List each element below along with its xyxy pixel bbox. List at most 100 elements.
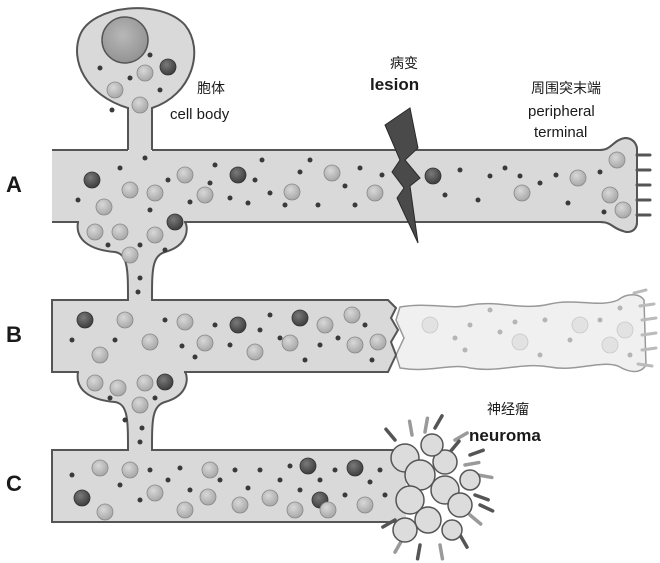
connector-bc-dot — [152, 395, 158, 401]
row-c-vesicle — [121, 461, 139, 479]
connector-b-c — [76, 369, 188, 453]
row-b-vesicle — [91, 346, 109, 364]
row-b-vesicle — [571, 316, 589, 334]
row-a-vesicle — [608, 151, 626, 169]
row-a-vesicle — [121, 181, 139, 199]
row-b-vesicle — [316, 316, 334, 334]
row-a-vesicle — [283, 183, 301, 201]
connector-ab-dot — [135, 289, 141, 295]
row-a-dot — [342, 183, 348, 189]
row-b-dot — [617, 305, 623, 311]
neuroma-sprout — [407, 419, 414, 437]
row-c-vesicle — [146, 484, 164, 502]
row-a-terminal-spines — [635, 153, 652, 217]
row-b-vesicle — [291, 309, 309, 327]
row-a-vesicle — [146, 184, 164, 202]
row-b-dot — [69, 337, 75, 343]
row-b-dot — [317, 342, 323, 348]
neuroma-sprout — [476, 473, 494, 480]
row-a-dot — [565, 200, 571, 206]
row-a-dot — [109, 107, 115, 113]
row-a-vesicle — [106, 81, 124, 99]
neuroma-sprout — [473, 493, 490, 502]
row-a-dot — [157, 87, 163, 93]
row-b-dot — [257, 327, 263, 333]
row-b-dot — [597, 317, 603, 323]
row-b-dot — [277, 335, 283, 341]
row-a-dot — [245, 200, 251, 206]
connector-a-b — [76, 213, 188, 303]
connector-ab-vesicle — [111, 223, 129, 241]
row-a-dot — [307, 157, 313, 163]
row-c-dot — [287, 463, 293, 469]
row-a-dot — [315, 202, 321, 208]
row-a-dot — [352, 202, 358, 208]
row-c-dot — [257, 467, 263, 473]
row-c-dot — [117, 482, 123, 488]
lesion-bolt-icon — [384, 107, 421, 244]
row-a-vesicle — [569, 169, 587, 187]
row-a-neuron — [52, 7, 652, 233]
neuroma-bulb — [447, 492, 473, 518]
row-c-vesicle — [286, 501, 304, 519]
neuroma-sprout — [463, 460, 481, 467]
row-c-dot — [277, 477, 283, 483]
row-c-dot — [342, 492, 348, 498]
row-a-vesicle — [95, 198, 113, 216]
connector-bc-dot — [137, 439, 143, 445]
row-a-vesicle — [424, 167, 442, 185]
row-a-dot — [442, 192, 448, 198]
row-a-dot — [379, 172, 385, 178]
row-b-vesicle — [343, 306, 361, 324]
row-a-dot — [165, 177, 171, 183]
row-a-dot — [282, 202, 288, 208]
row-a-dot — [597, 169, 603, 175]
row-b-dot — [512, 319, 518, 325]
row-a-dot — [601, 209, 607, 215]
row-c-dot — [187, 487, 193, 493]
row-c-dot — [297, 487, 303, 493]
row-b-neuron — [51, 288, 658, 373]
neuroma-sprout — [453, 431, 469, 442]
connector-ab-vesicle — [86, 223, 104, 241]
neuroma-sprout — [448, 439, 461, 454]
row-b-dot — [227, 342, 233, 348]
row-c-vesicle — [346, 459, 364, 477]
lesion-label-zh: 病变 — [390, 56, 418, 72]
neuroma-bulb — [420, 433, 444, 457]
row-b-dot — [487, 307, 493, 313]
row-c-vesicles — [69, 457, 388, 521]
row-b-dot — [267, 312, 273, 318]
row-a-dot — [252, 177, 258, 183]
row-c-dot — [177, 465, 183, 471]
row-a-vesicle — [196, 186, 214, 204]
neuroma-label-en: neuroma — [469, 426, 541, 445]
row-a-dot — [457, 167, 463, 173]
connector-ab-vesicle — [121, 246, 139, 264]
row-a-dot — [267, 190, 273, 196]
neuroma-sprout — [468, 448, 485, 457]
neuroma-cluster — [381, 414, 495, 561]
neuroma-bulb — [395, 485, 425, 515]
row-a-dot — [207, 180, 213, 186]
row-b-dot — [162, 317, 168, 323]
row-a-dot — [127, 75, 133, 81]
row-b-vesicle — [281, 334, 299, 352]
row-c-vesicle — [96, 503, 114, 521]
row-b-vesicle — [246, 343, 264, 361]
neuroma-sprout — [438, 543, 445, 561]
row-label-a: A — [6, 172, 22, 197]
peripheral-label-zh: 周围突末端 — [531, 81, 601, 97]
row-b-dot — [627, 352, 633, 358]
row-b-terminal-spines — [632, 288, 658, 368]
row-a-dot — [357, 165, 363, 171]
neuroma-sprout — [384, 427, 397, 442]
row-c-vesicle — [73, 489, 91, 507]
cell-body-label-en: cell body — [170, 106, 230, 123]
row-a-vesicles — [75, 52, 632, 219]
row-b-dot — [179, 343, 185, 349]
row-c-dot — [377, 467, 383, 473]
neuroma-sprout — [415, 543, 422, 561]
row-c-dot — [332, 467, 338, 473]
